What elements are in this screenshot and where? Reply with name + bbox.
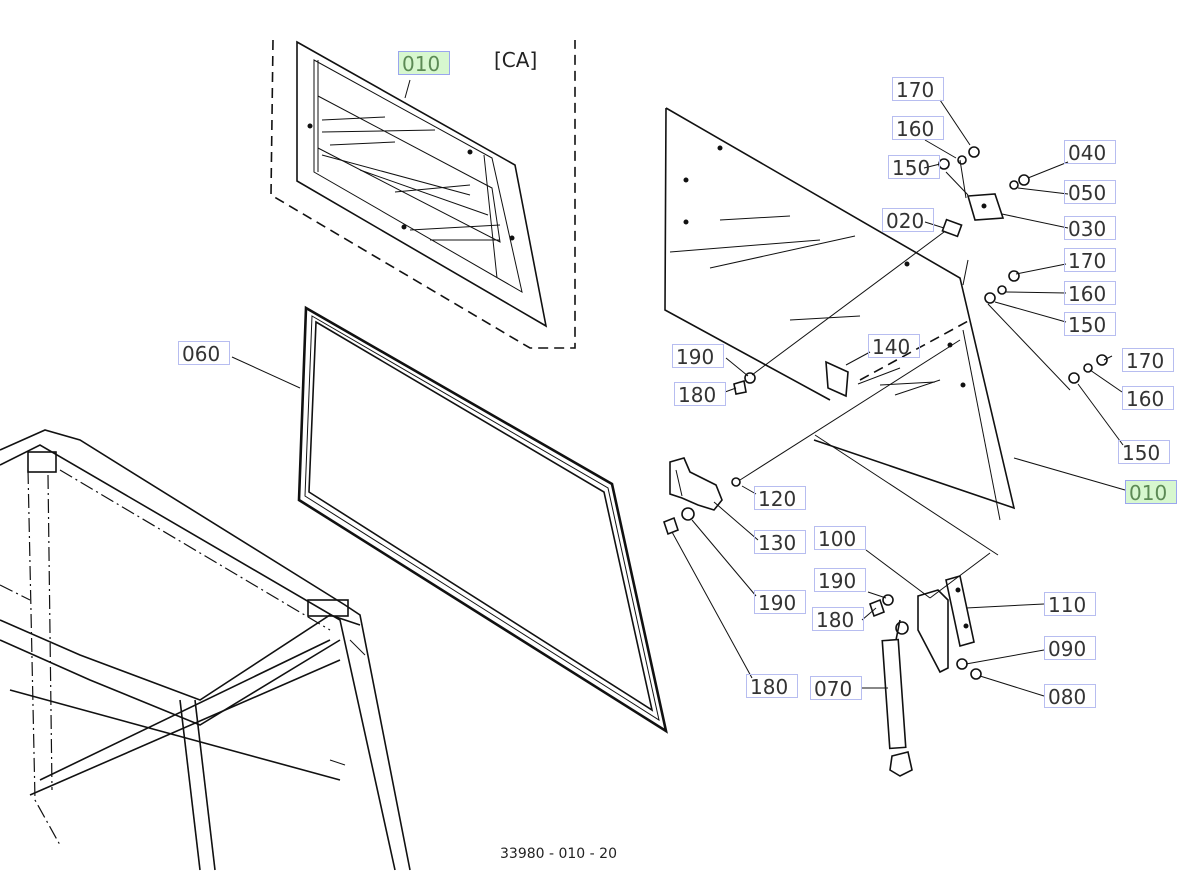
callout-190-bracket[interactable]: 190 <box>814 568 866 593</box>
callout-010-inset[interactable]: 010 <box>398 51 450 76</box>
drawing-number: 33980 - 010 - 20 <box>500 846 617 862</box>
callout-160-low[interactable]: 160 <box>1122 386 1174 411</box>
callout-180-bracket[interactable]: 180 <box>812 607 864 632</box>
callout-190-hinge[interactable]: 190 <box>754 590 806 615</box>
callout-160-top[interactable]: 160 <box>892 116 944 141</box>
door-frame-060 <box>231 305 668 734</box>
callout-150-mid[interactable]: 150 <box>1064 312 1116 337</box>
callout-150-top[interactable]: 150 <box>888 155 940 180</box>
callout-180-upper[interactable]: 180 <box>674 382 726 407</box>
variant-label: [CA] <box>494 48 538 72</box>
inset-variant-panel <box>270 39 576 349</box>
callout-040[interactable]: 040 <box>1064 140 1116 165</box>
callout-120[interactable]: 120 <box>754 486 806 511</box>
callout-050[interactable]: 050 <box>1064 180 1116 205</box>
callout-030[interactable]: 030 <box>1064 216 1116 241</box>
callout-140[interactable]: 140 <box>868 334 920 359</box>
callout-170-low[interactable]: 170 <box>1122 348 1174 373</box>
callout-090[interactable]: 090 <box>1044 636 1096 661</box>
callout-180-hinge[interactable]: 180 <box>746 674 798 699</box>
callout-010-glass[interactable]: 010 <box>1125 480 1177 505</box>
callout-170-top[interactable]: 170 <box>892 77 944 102</box>
side-glass-010 <box>664 107 1126 556</box>
callout-070[interactable]: 070 <box>810 676 862 701</box>
callout-110[interactable]: 110 <box>1044 592 1096 617</box>
callout-060[interactable]: 060 <box>178 341 230 366</box>
callout-130[interactable]: 130 <box>754 530 806 555</box>
callout-150-low[interactable]: 150 <box>1118 440 1170 465</box>
callout-100[interactable]: 100 <box>814 526 866 551</box>
callout-080[interactable]: 080 <box>1044 684 1096 709</box>
callout-020[interactable]: 020 <box>882 208 934 233</box>
cab-frame <box>0 429 411 871</box>
callout-170-mid[interactable]: 170 <box>1064 248 1116 273</box>
hinge-parts <box>663 99 1124 777</box>
callout-160-mid[interactable]: 160 <box>1064 281 1116 306</box>
callout-190-upper[interactable]: 190 <box>672 344 724 369</box>
